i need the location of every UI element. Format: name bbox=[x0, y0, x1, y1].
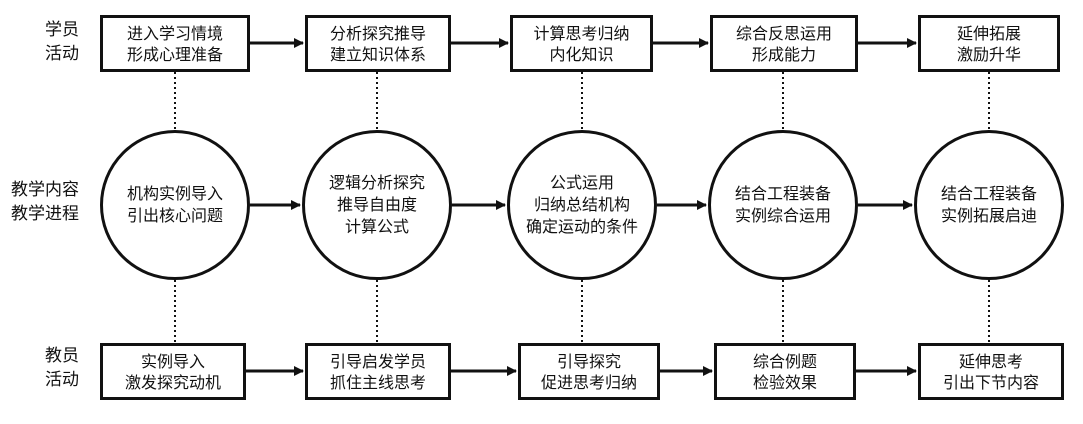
teacher-activity-1: 实例导入 激发探究动机 bbox=[100, 343, 246, 400]
teacher-activity-5: 延伸思考 引出下节内容 bbox=[918, 343, 1064, 400]
student-activity-3: 计算思考归纳 内化知识 bbox=[510, 15, 653, 72]
teacher-activity-3: 引导探究 促进思考归纳 bbox=[518, 343, 660, 400]
teacher-activity-row-label: 教员 活动 bbox=[45, 346, 79, 390]
dotted-connectors bbox=[174, 72, 990, 343]
teacher-activity-2: 引导启发学员 抓住主线思考 bbox=[305, 343, 451, 400]
student-activity-1: 进入学习情境 形成心理准备 bbox=[100, 15, 250, 72]
student-activity-row-label: 学员 活动 bbox=[45, 20, 79, 64]
teaching-stage-3: 公式运用 归纳总结机构 确定运动的条件 bbox=[507, 130, 657, 280]
student-activity-5: 延伸拓展 激励升华 bbox=[918, 15, 1060, 72]
student-activity-4: 综合反思运用 形成能力 bbox=[710, 15, 858, 72]
teaching-content-row-label: 教学内容 教学进程 bbox=[11, 180, 79, 224]
student-activity-2: 分析探究推导 建立知识体系 bbox=[305, 15, 451, 72]
teaching-stage-4: 结合工程装备 实例综合运用 bbox=[708, 130, 858, 280]
teaching-stage-1: 机构实例导入 引出核心问题 bbox=[100, 130, 250, 280]
teacher-activity-4: 综合例题 检验效果 bbox=[714, 343, 856, 400]
teaching-stage-2: 逻辑分析探究 推导自由度 计算公式 bbox=[302, 130, 452, 280]
flow-arrows bbox=[246, 38, 917, 376]
teaching-stage-5: 结合工程装备 实例拓展启迪 bbox=[914, 130, 1064, 280]
